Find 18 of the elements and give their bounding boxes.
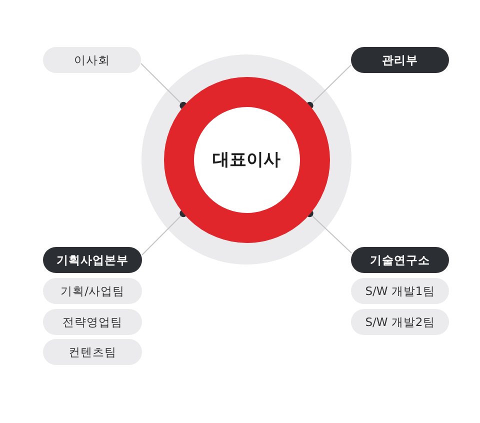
- division-name: 관리부: [382, 53, 418, 67]
- unit-name: 전략영업팀: [62, 314, 122, 328]
- unit-name: 이사회: [74, 53, 110, 67]
- unit-pill: [43, 47, 141, 73]
- leader-line: [306, 64, 352, 110]
- unit-name: S/W 개발1팀: [365, 284, 435, 298]
- division-pill: [351, 47, 449, 73]
- unit-name: S/W 개발2팀: [365, 314, 435, 328]
- division-pill: [43, 247, 142, 273]
- division-name: 기획사업본부: [56, 253, 128, 267]
- unit-name: 컨텐츠팀: [68, 345, 116, 359]
- leader-line: [142, 210, 188, 256]
- leader-line: [140, 63, 188, 110]
- unit-name: 기획/사업팀: [60, 284, 124, 298]
- ceo-title: 대표이사: [212, 150, 280, 170]
- division-name: 기술연구소: [370, 253, 430, 267]
- division-pill: [351, 247, 449, 273]
- leader-line: [306, 210, 352, 254]
